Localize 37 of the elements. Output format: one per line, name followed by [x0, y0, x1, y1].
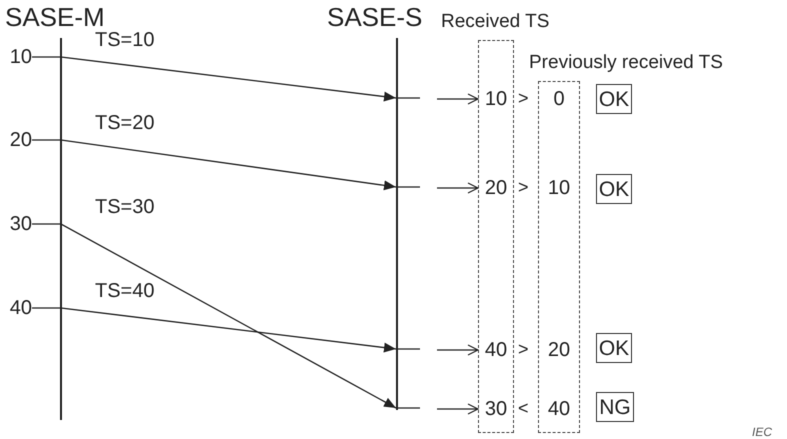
timestamp-value: 10: [480, 88, 512, 110]
edge-label: TS=40: [95, 281, 154, 301]
comparison-sign: >: [518, 89, 529, 107]
column-heading: Received TS: [441, 12, 550, 31]
result-indicator: OK: [596, 333, 632, 363]
message-arrow: [437, 344, 479, 356]
edge-label: TS=20: [95, 113, 154, 133]
message-arrow: [437, 182, 479, 194]
result-indicator: OK: [596, 84, 632, 114]
edge-label: TS=10: [95, 30, 154, 50]
timestamp-value: 40: [4, 297, 32, 319]
comparison-sign: >: [518, 178, 529, 196]
comparison-sign: >: [518, 340, 529, 358]
message-arrow: [32, 223, 396, 409]
lifeline-title: SASE-M: [5, 4, 105, 30]
timestamp-value: 0: [542, 88, 576, 110]
edge-label: TS=30: [95, 197, 154, 217]
timestamp-value: 30: [480, 398, 512, 420]
message-arrow: [32, 139, 396, 190]
message-arrow: [32, 307, 396, 352]
source-note: IEC: [752, 426, 772, 438]
timestamp-value: 20: [542, 339, 576, 361]
message-arrow: [437, 93, 479, 105]
timestamp-value: 40: [480, 339, 512, 361]
timestamp-value: 20: [480, 177, 512, 199]
message-arrow: [437, 403, 479, 415]
timestamp-value: 10: [542, 177, 576, 199]
result-indicator: OK: [596, 174, 632, 204]
message-arrow: [32, 56, 396, 102]
lifeline-title: SASE-S: [327, 4, 422, 30]
timestamp-value: 30: [4, 213, 32, 235]
timestamp-value: 10: [4, 46, 32, 68]
comparison-sign: <: [518, 399, 529, 417]
result-indicator: NG: [596, 392, 634, 422]
column-heading: Previously received TS: [529, 53, 723, 72]
timestamp-value: 20: [4, 129, 32, 151]
timestamp-value: 40: [542, 398, 576, 420]
